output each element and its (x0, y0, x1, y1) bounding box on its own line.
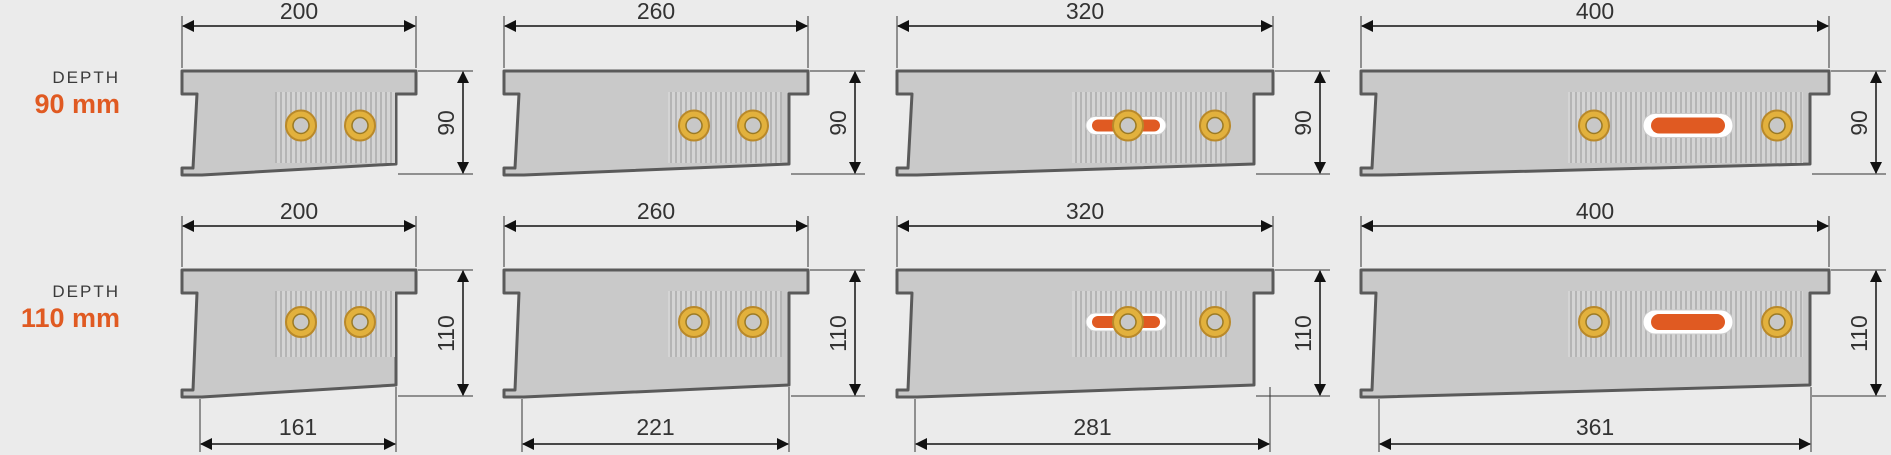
fitting-bore (292, 313, 310, 331)
fitting-bore (1585, 313, 1603, 331)
height-dimension-label: 90 (825, 110, 851, 136)
fitting-bore (1119, 313, 1137, 331)
width-dimension-label: 200 (280, 0, 318, 24)
width-dimension-label: 200 (280, 198, 318, 224)
height-dimension-label: 90 (1846, 110, 1872, 136)
convector-unit: 200 90 (180, 0, 473, 177)
fitting-bore (685, 116, 703, 135)
fitting-bore (1768, 313, 1786, 331)
height-dimension-label: 90 (1290, 110, 1316, 136)
convector-unit: 400 110 361 (1359, 198, 1886, 452)
width-dimension-label: 260 (637, 0, 675, 24)
height-dimension-label: 110 (1290, 315, 1316, 352)
width-dimension-label: 260 (637, 198, 675, 224)
convector-unit: 260 90 (502, 0, 865, 177)
height-dimension-label: 110 (433, 315, 459, 352)
copper-pipe (1651, 117, 1725, 134)
convector-unit: 400 90 (1359, 0, 1886, 177)
height-dimension-label: 110 (825, 315, 851, 352)
bottom-dimension-label: 281 (1073, 414, 1111, 440)
convector-unit: 320 90 (895, 0, 1330, 177)
depth-caption: DEPTH (52, 68, 120, 87)
width-dimension-label: 400 (1576, 0, 1614, 24)
width-dimension-label: 320 (1066, 0, 1104, 24)
row-label-depth-90: DEPTH 90 mm (0, 68, 120, 120)
bottom-dimension-label: 221 (636, 414, 674, 440)
height-dimension-label: 110 (1846, 315, 1872, 352)
fitting-bore (685, 313, 703, 331)
height-dimension-label: 90 (433, 110, 459, 136)
fitting-bore (744, 313, 762, 331)
convector-unit: 320 110 281 (895, 198, 1330, 452)
row-label-depth-110: DEPTH 110 mm (0, 282, 120, 334)
fitting-bore (1206, 313, 1224, 331)
fitting-bore (292, 116, 310, 135)
bottom-dimension-label: 361 (1576, 414, 1614, 440)
depth-value: 90 mm (34, 89, 120, 119)
width-dimension-label: 320 (1066, 198, 1104, 224)
fitting-bore (1768, 116, 1786, 135)
depth-value: 110 mm (20, 303, 120, 333)
copper-pipe (1651, 314, 1725, 330)
bottom-dimension-label: 161 (279, 414, 317, 440)
fitting-bore (744, 116, 762, 135)
fitting-bore (1585, 116, 1603, 135)
convector-unit: 200 110 161 (180, 198, 473, 452)
depth-caption: DEPTH (52, 282, 120, 301)
fitting-bore (1206, 116, 1224, 135)
fitting-bore (351, 313, 369, 331)
convector-unit: 260 110 221 (502, 198, 865, 452)
fitting-bore (351, 116, 369, 135)
fitting-bore (1119, 116, 1137, 135)
width-dimension-label: 400 (1576, 198, 1614, 224)
